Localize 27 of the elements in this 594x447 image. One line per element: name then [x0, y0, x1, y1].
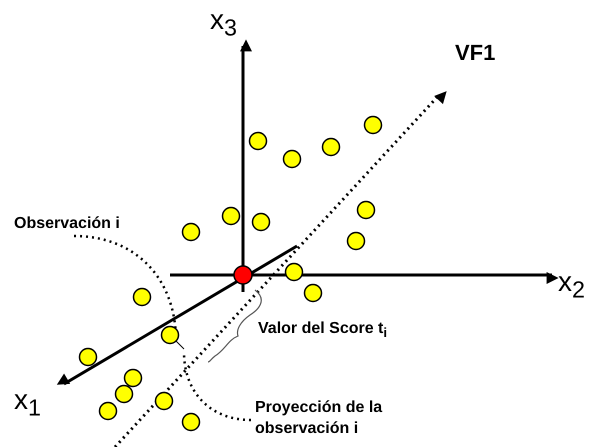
data-point — [303, 283, 323, 303]
data-point — [284, 262, 304, 282]
data-point — [251, 212, 271, 232]
axis-label: x$_{1}$ — [14, 384, 41, 422]
callout-text: Observación i — [14, 213, 164, 234]
axis-label: VF1 — [455, 40, 496, 66]
data-point — [98, 401, 118, 421]
data-point — [221, 206, 241, 226]
data-point — [248, 131, 268, 151]
callout-text: Proyección de la observación i — [255, 397, 405, 439]
data-point — [346, 231, 366, 251]
data-point — [282, 149, 302, 169]
data-point — [160, 325, 180, 345]
data-point — [123, 368, 143, 388]
axis-label: x$_{3}$ — [210, 4, 237, 42]
data-point — [181, 412, 201, 432]
data-point — [154, 391, 174, 411]
data-point — [321, 137, 341, 157]
axis-label: x$_{2}$ — [558, 266, 585, 304]
data-point — [363, 115, 383, 135]
annotation-text: Valor del Score t$_{i}$ — [258, 320, 388, 340]
data-point — [356, 200, 376, 220]
data-point — [114, 384, 134, 404]
data-point — [132, 287, 152, 307]
data-point — [181, 222, 201, 242]
projection-line — [176, 340, 184, 350]
data-point — [78, 347, 98, 367]
